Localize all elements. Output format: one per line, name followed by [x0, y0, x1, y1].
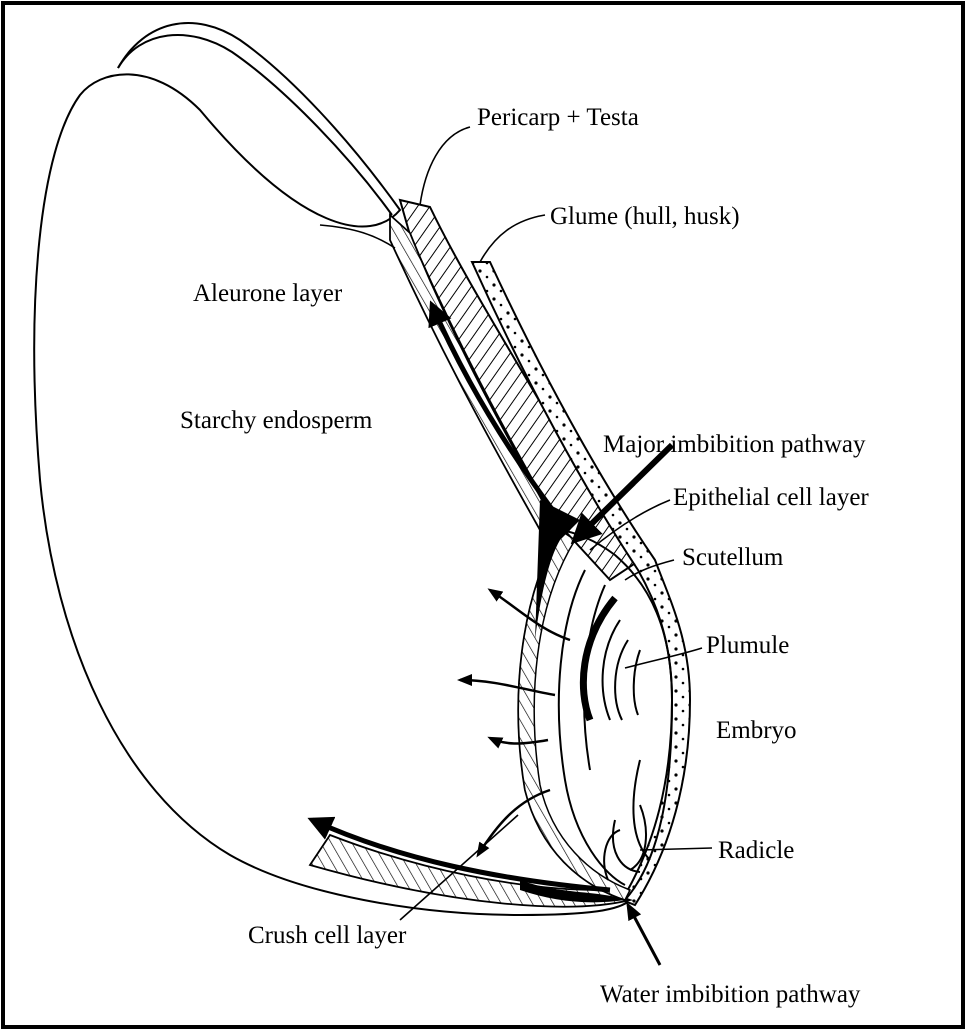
label-radicle: Radicle — [718, 837, 794, 864]
leader-lines — [320, 127, 712, 920]
label-major-pathway: Major imbibition pathway — [603, 431, 866, 458]
label-water-pathway: Water imbibition pathway — [600, 981, 861, 1008]
label-scutellum: Scutellum — [682, 544, 784, 571]
label-epithelial: Epithelial cell layer — [673, 484, 869, 511]
label-starchy-endosperm: Starchy endosperm — [180, 407, 373, 434]
label-plumule: Plumule — [706, 632, 789, 659]
water-entry-arrow — [628, 905, 660, 965]
pericarp-testa-band — [400, 200, 640, 580]
plumule-shape — [583, 598, 650, 860]
label-glume: Glume (hull, husk) — [550, 203, 740, 230]
label-aleurone: Aleurone layer — [193, 280, 343, 307]
label-embryo: Embryo — [716, 717, 797, 744]
label-crush-cell-layer: Crush cell layer — [248, 922, 407, 949]
label-pericarp-testa: Pericarp + Testa — [477, 104, 639, 131]
